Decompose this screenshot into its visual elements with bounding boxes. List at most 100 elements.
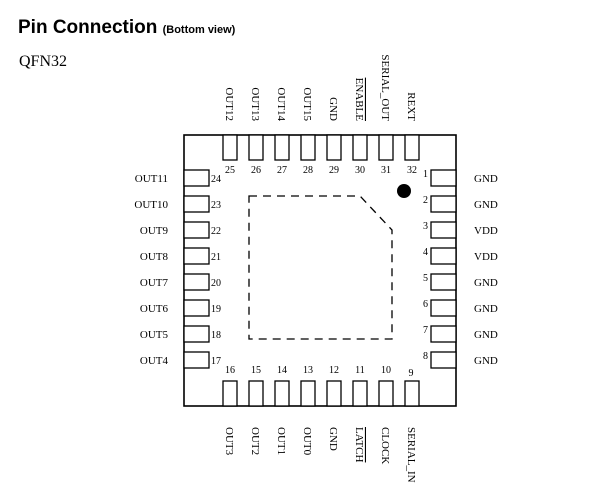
pin-30-name-enable: ENABLE bbox=[353, 78, 365, 122]
pin-15-name-out2: OUT2 bbox=[249, 427, 261, 455]
pin-30-number: 30 bbox=[355, 165, 365, 176]
pin-2-number: 2 bbox=[423, 195, 428, 206]
page-title: Pin Connection (Bottom view) bbox=[18, 17, 235, 39]
pin-12-number: 12 bbox=[329, 365, 339, 376]
pin-14-name-out1: OUT1 bbox=[275, 427, 287, 455]
pin-27-number: 27 bbox=[277, 165, 287, 176]
pin-14-pad bbox=[274, 380, 290, 407]
pin-1-name-gnd: GND bbox=[474, 173, 498, 185]
pin-25-pad bbox=[222, 134, 238, 161]
pin-18-pad bbox=[183, 325, 210, 343]
pin-18-name-out5: OUT5 bbox=[140, 329, 169, 341]
pin-8-name-gnd: GND bbox=[474, 355, 498, 367]
pin-22-number: 22 bbox=[211, 226, 221, 237]
pin-26-pad bbox=[248, 134, 264, 161]
pin-28-number: 28 bbox=[303, 165, 313, 176]
pin-2-pad bbox=[430, 195, 457, 213]
pin-4-number: 4 bbox=[423, 247, 428, 258]
pin-22-name-out9: OUT9 bbox=[140, 225, 169, 237]
pin-12-name-gnd: GND bbox=[327, 427, 339, 451]
pin-12-pad bbox=[326, 380, 342, 407]
pin-29-name-gnd: GND bbox=[327, 97, 339, 121]
pin-32-name-rext: REXT bbox=[405, 92, 417, 121]
pin-19-pad bbox=[183, 299, 210, 317]
pin-11-pad bbox=[352, 380, 368, 407]
pin-26-name-out13: OUT13 bbox=[249, 87, 261, 121]
pin-28-pad bbox=[300, 134, 316, 161]
pin-13-number: 13 bbox=[303, 365, 313, 376]
pin-5-name-gnd: GND bbox=[474, 277, 498, 289]
pin-20-name-out7: OUT7 bbox=[140, 277, 169, 289]
pin-9-number: 9 bbox=[409, 368, 414, 379]
pin-8-pad bbox=[430, 351, 457, 369]
pin-10-pad bbox=[378, 380, 394, 407]
pin-1-pad bbox=[430, 169, 457, 187]
pin-1-number: 1 bbox=[423, 169, 428, 180]
pin-23-number: 23 bbox=[211, 200, 221, 211]
pin-22-pad bbox=[183, 221, 210, 239]
title-text: Pin Connection bbox=[18, 17, 158, 38]
pin-14-number: 14 bbox=[277, 365, 287, 376]
chip-body bbox=[183, 134, 457, 407]
pin-6-pad bbox=[430, 299, 457, 317]
pin-19-name-out6: OUT6 bbox=[140, 303, 169, 315]
pin-23-pad bbox=[183, 195, 210, 213]
pin-3-pad bbox=[430, 221, 457, 239]
pin-15-pad bbox=[248, 380, 264, 407]
pin-31-pad bbox=[378, 134, 394, 161]
pin-9-name-serial-in: SERIAL_IN bbox=[405, 427, 417, 483]
pin-11-name-latch: LATCH bbox=[353, 427, 365, 463]
pin-25-number: 25 bbox=[225, 165, 235, 176]
pin-7-name-gnd: GND bbox=[474, 329, 498, 341]
pin-8-number: 8 bbox=[423, 351, 428, 362]
pin-31-number: 31 bbox=[381, 165, 391, 176]
pin-5-pad bbox=[430, 273, 457, 291]
pin-32-number: 32 bbox=[407, 165, 417, 176]
pin-17-pad bbox=[183, 351, 210, 369]
pin-2-name-gnd: GND bbox=[474, 199, 498, 211]
pin-10-name-clock: CLOCK bbox=[379, 427, 391, 464]
pin-29-number: 29 bbox=[329, 165, 339, 176]
pin-20-pad bbox=[183, 273, 210, 291]
pin-4-name-vdd: VDD bbox=[474, 251, 498, 263]
pin-6-name-gnd: GND bbox=[474, 303, 498, 315]
pin-16-pad bbox=[222, 380, 238, 407]
pin-3-name-vdd: VDD bbox=[474, 225, 498, 237]
pin-27-pad bbox=[274, 134, 290, 161]
pin-3-number: 3 bbox=[423, 221, 428, 232]
pin-13-name-out0: OUT0 bbox=[301, 427, 313, 456]
pin-11-number: 11 bbox=[355, 365, 365, 376]
pin-7-pad bbox=[430, 325, 457, 343]
pin-10-number: 10 bbox=[381, 365, 391, 376]
pin-16-number: 16 bbox=[225, 365, 235, 376]
pin-5-number: 5 bbox=[423, 273, 428, 284]
pin-20-number: 20 bbox=[211, 278, 221, 289]
pin-21-pad bbox=[183, 247, 210, 265]
pin-25-name-out12: OUT12 bbox=[223, 87, 235, 121]
view-note: (Bottom view) bbox=[162, 24, 236, 36]
pin-17-name-out4: OUT4 bbox=[140, 355, 169, 367]
pin-32-pad bbox=[404, 134, 420, 161]
pin1-marker-dot bbox=[397, 184, 411, 198]
pin-4-pad bbox=[430, 247, 457, 265]
pin-28-name-out15: OUT15 bbox=[301, 87, 313, 121]
pin-24-name-out11: OUT11 bbox=[135, 173, 168, 185]
pin-23-name-out10: OUT10 bbox=[134, 199, 168, 211]
pin-16-name-out3: OUT3 bbox=[223, 427, 235, 456]
pin-29-pad bbox=[326, 134, 342, 161]
pin-6-number: 6 bbox=[423, 299, 428, 310]
pin-27-name-out14: OUT14 bbox=[275, 87, 287, 121]
pin-15-number: 15 bbox=[251, 365, 261, 376]
pin-7-number: 7 bbox=[423, 325, 428, 336]
pin-31-name-serial-out: SERIAL_OUT bbox=[379, 54, 391, 121]
pin-9-pad bbox=[404, 380, 420, 407]
package-label: QFN32 bbox=[19, 53, 68, 70]
pin-21-name-out8: OUT8 bbox=[140, 251, 169, 263]
pin-26-number: 26 bbox=[251, 165, 261, 176]
pin-21-number: 21 bbox=[211, 252, 221, 263]
pin-13-pad bbox=[300, 380, 316, 407]
pin-30-pad bbox=[352, 134, 368, 161]
pin-24-pad bbox=[183, 169, 210, 187]
